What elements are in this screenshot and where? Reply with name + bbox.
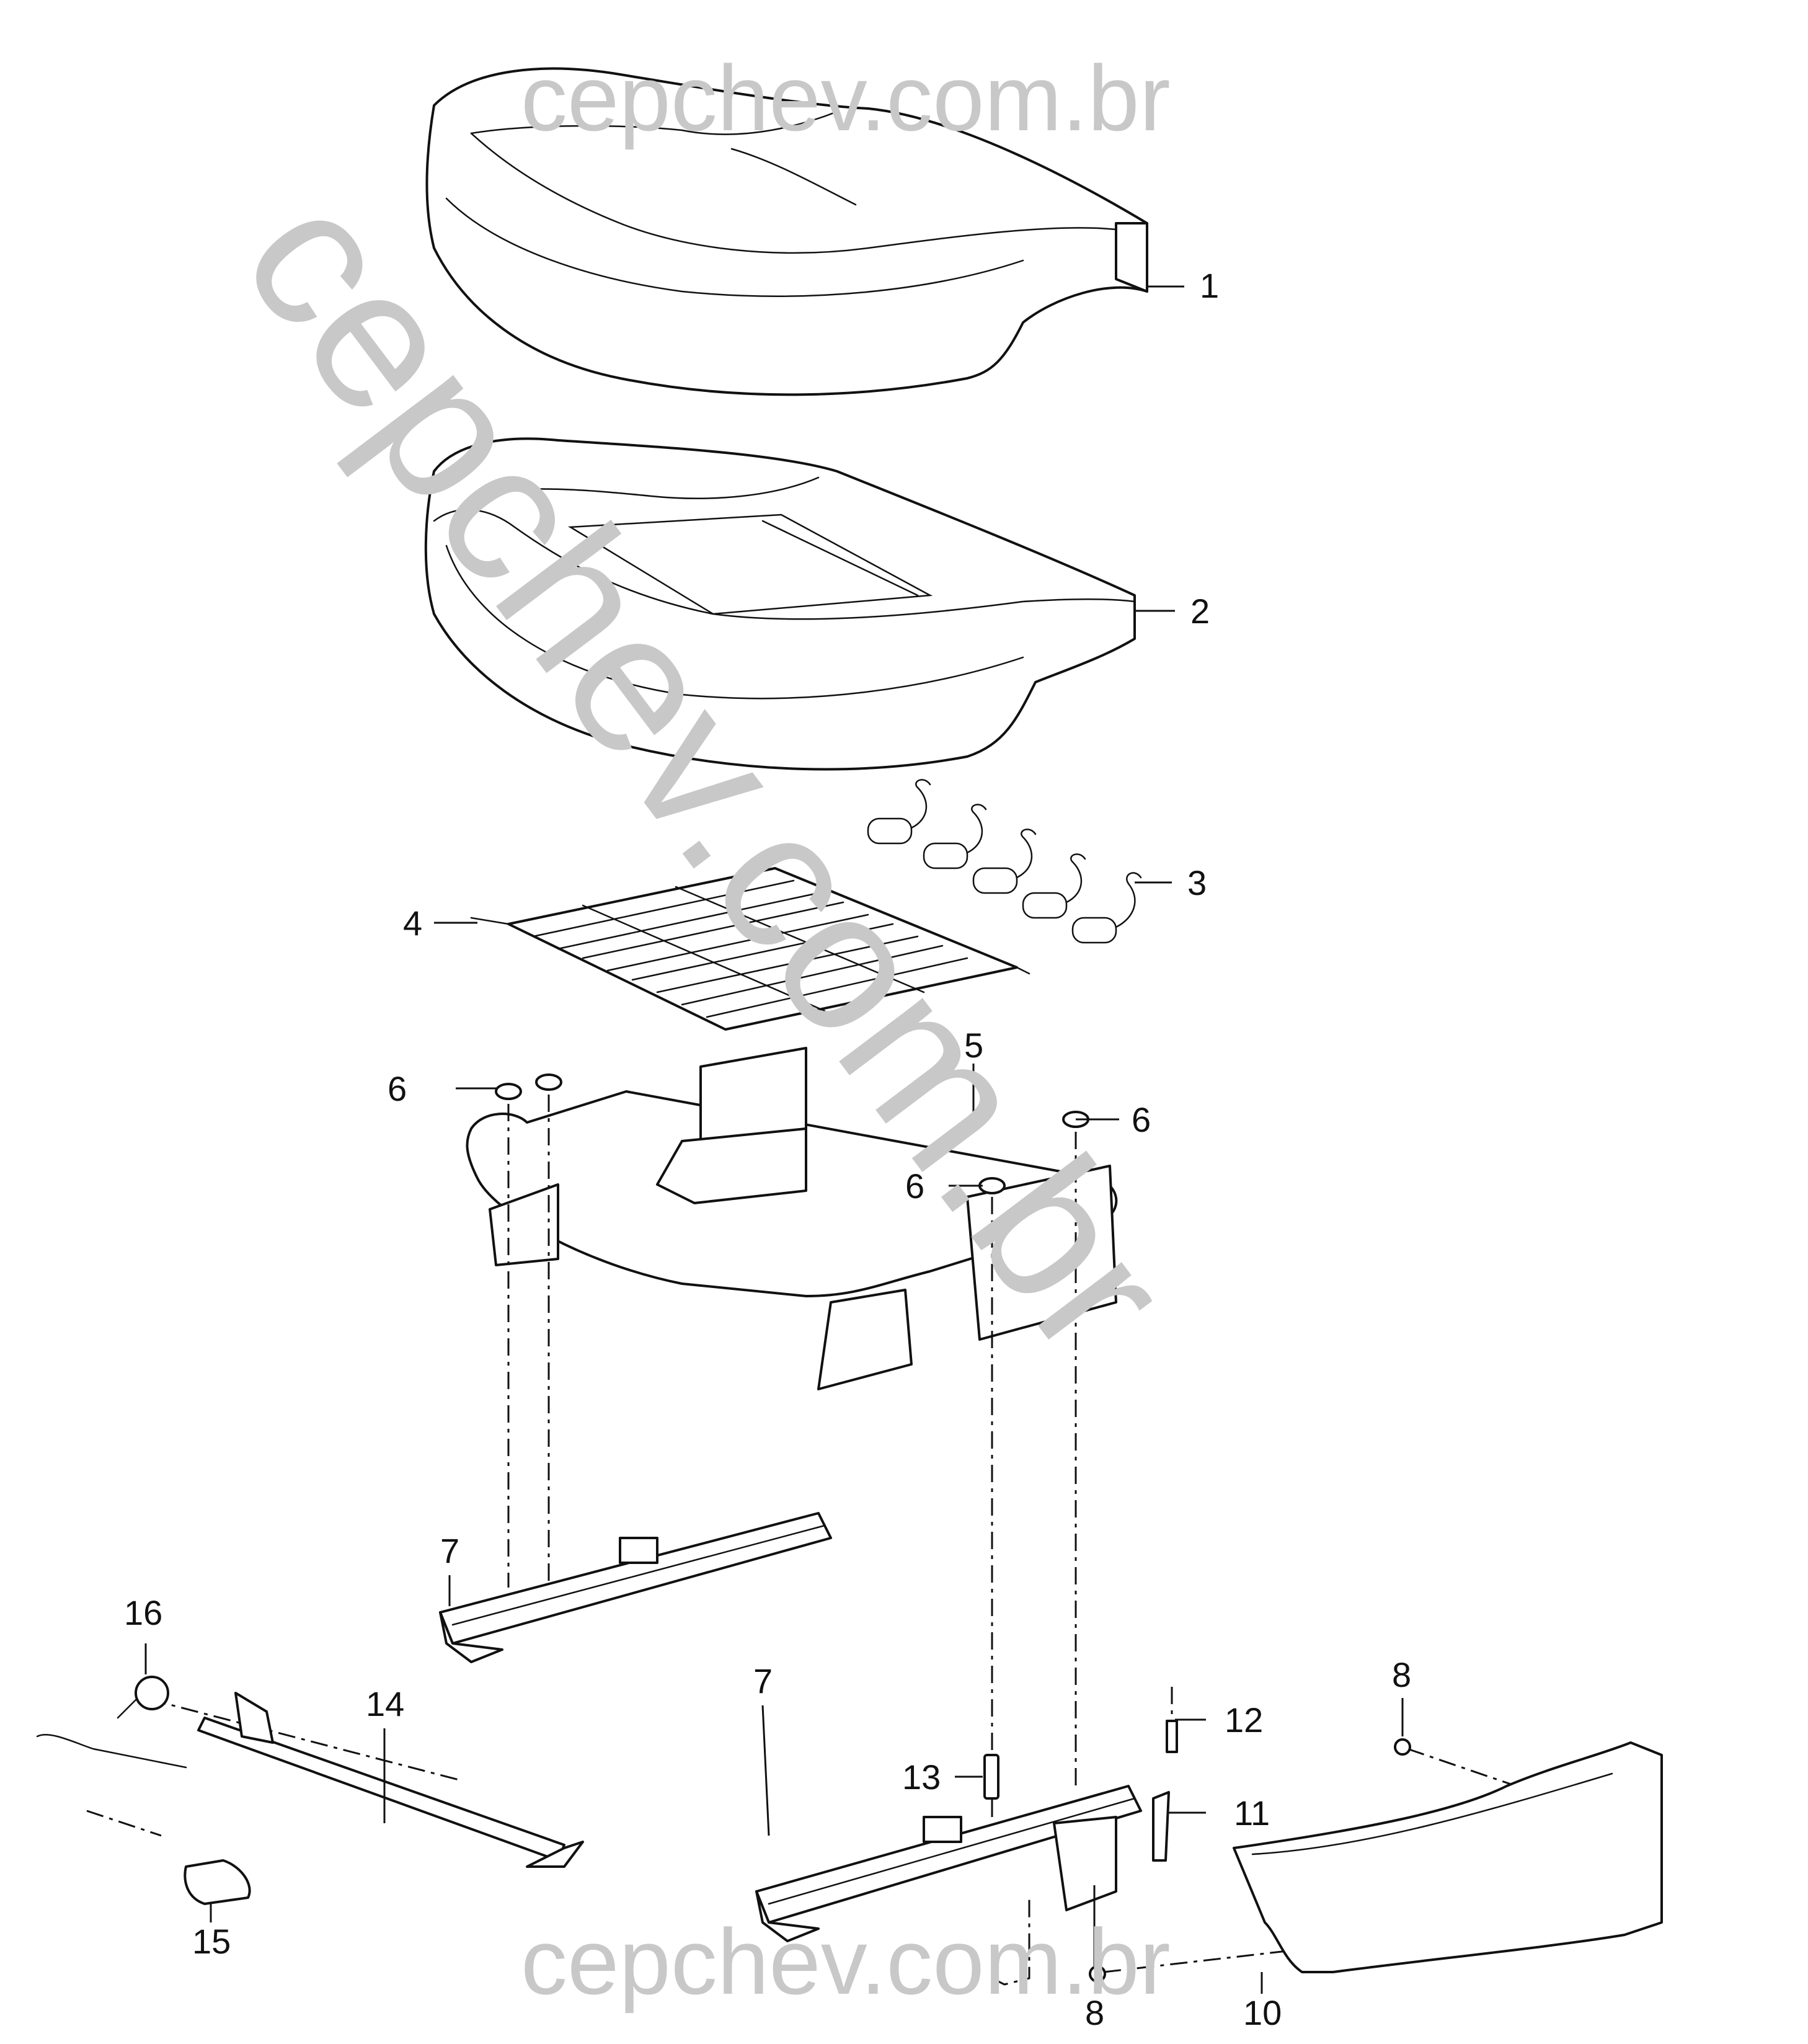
callout-3: 3 xyxy=(1187,863,1207,902)
part-5-seat-frame xyxy=(466,1047,1118,1390)
callout-2: 2 xyxy=(1190,592,1210,631)
watermark-top: cepchev.com.br xyxy=(521,46,1171,150)
part-16-spring xyxy=(117,1676,169,1719)
part-2-seat-pad xyxy=(424,437,1136,771)
callout-numbers: 1 2 3 4 5 6 6 6 7 7 8 8 10 11 12 13 14 1… xyxy=(124,266,1411,2032)
part-10-trim-cover xyxy=(1233,1741,1663,1973)
part-15-handle xyxy=(184,1859,251,1905)
callout-8-right: 8 xyxy=(1392,1655,1411,1694)
callout-8-bottom: 8 xyxy=(1085,1993,1104,2032)
part-14-release-rod xyxy=(36,1692,584,1868)
part-3-springs xyxy=(867,779,1142,944)
callout-7-right: 7 xyxy=(753,1661,773,1700)
callout-4: 4 xyxy=(403,904,422,943)
callout-1: 1 xyxy=(1200,266,1219,305)
part-13-bolt xyxy=(983,1754,999,1800)
callout-13: 13 xyxy=(902,1757,941,1797)
callout-12: 12 xyxy=(1225,1700,1263,1740)
callout-16: 16 xyxy=(124,1593,162,1632)
part-8-bolt xyxy=(1089,1738,1411,1983)
leader-lines xyxy=(144,285,1404,1994)
callout-10: 10 xyxy=(1243,1993,1282,2032)
callout-6-left: 6 xyxy=(388,1069,407,1108)
callout-15: 15 xyxy=(192,1922,231,1961)
part-7-seat-rail-left xyxy=(439,1512,832,1663)
callout-5: 5 xyxy=(964,1026,983,1065)
part-11-clip xyxy=(1152,1791,1170,1862)
part-6-nuts xyxy=(495,1073,1089,1194)
callout-11: 11 xyxy=(1234,1793,1270,1833)
part-12-pin xyxy=(1166,1720,1178,1753)
callout-6-center: 6 xyxy=(905,1166,924,1206)
callout-6-right: 6 xyxy=(1132,1100,1151,1139)
part-1-seat-cover xyxy=(425,67,1148,396)
callout-7-left: 7 xyxy=(440,1531,459,1570)
watermark-bottom: cepchev.com.br xyxy=(521,1909,1171,2014)
callout-14: 14 xyxy=(366,1684,404,1723)
part-4-wire-mat xyxy=(470,867,1030,1031)
part-7-seat-rail-right xyxy=(755,1785,1142,1942)
